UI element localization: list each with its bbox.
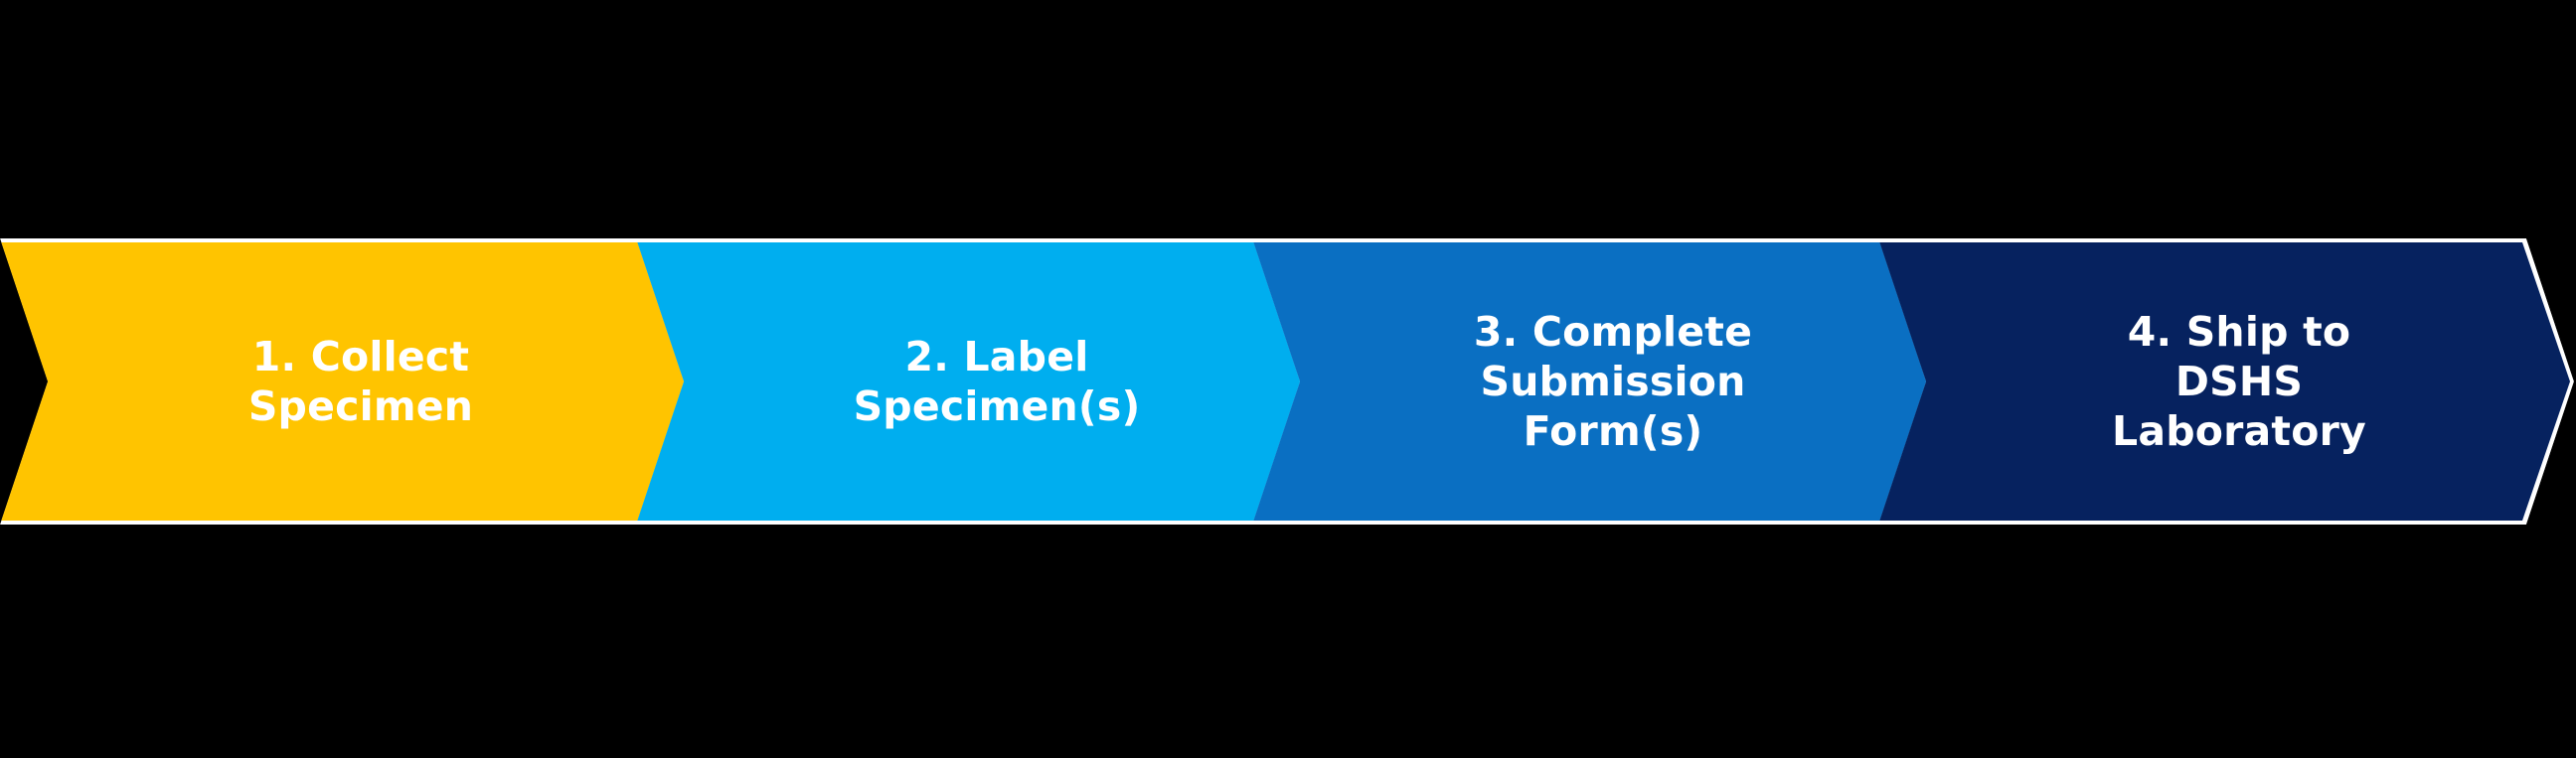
process-step-2[interactable]: 2. Label Specimen(s) [636,238,1332,525]
chevron-body-3 [1252,242,1944,521]
process-step-1-label: 1. Collect Specimen [247,332,474,430]
process-step-3[interactable]: 3. Complete Submission Form(s) [1252,238,1948,525]
process-step-4[interactable]: 4. Ship to DSHS Laboratory [1878,238,2574,525]
process-step-2-label: 2. Label Specimen(s) [853,332,1141,430]
chevron-body-2 [636,242,1328,521]
chevron-body-4 [1878,242,2570,521]
process-step-3-label: 3. Complete Submission Form(s) [1473,307,1753,455]
process-step-4-label: 4. Ship to DSHS Laboratory [2112,307,2366,455]
chevron-body-1 [0,242,692,521]
process-step-1[interactable]: 1. Collect Specimen [0,238,696,525]
